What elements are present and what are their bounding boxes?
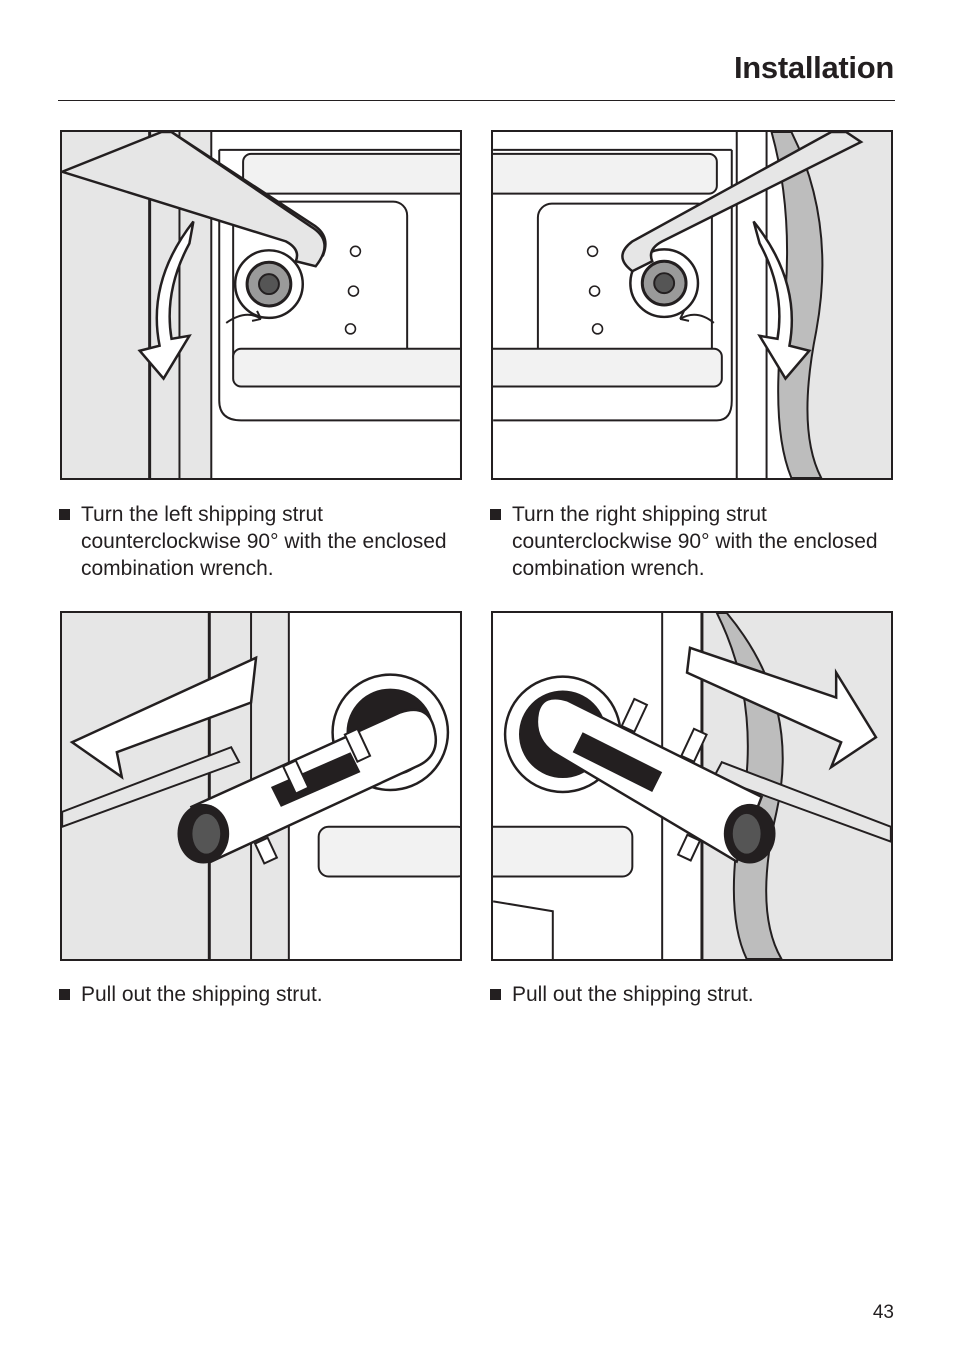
pull-left-strut-drawing (62, 613, 460, 959)
wrench-turn-right-drawing (493, 132, 891, 478)
page-number: 43 (872, 1302, 894, 1323)
bullet-square (490, 989, 501, 1000)
step-text: Turn the right shipping strut counterclo… (512, 503, 878, 580)
title-divider (58, 100, 895, 101)
illustration-pull-left-strut (60, 611, 462, 961)
step-text: Turn the left shipping strut countercloc… (81, 503, 447, 580)
bullet-square (59, 509, 70, 520)
illustration-pull-right-strut (491, 611, 893, 961)
step-turn-right-strut: Turn the right shipping strut counterclo… (490, 501, 890, 582)
step-text: Pull out the shipping strut. (81, 983, 323, 1006)
pull-right-strut-drawing (493, 613, 891, 959)
page-title: Installation (733, 50, 894, 85)
step-pull-right-strut: Pull out the shipping strut. (490, 981, 890, 1008)
bullet-square (59, 989, 70, 1000)
wrench-turn-left-drawing (62, 132, 460, 478)
step-turn-left-strut: Turn the left shipping strut countercloc… (59, 501, 459, 582)
bullet-square (490, 509, 501, 520)
illustration-turn-right-strut (491, 130, 893, 480)
illustration-turn-left-strut (60, 130, 462, 480)
step-pull-left-strut: Pull out the shipping strut. (59, 981, 459, 1008)
step-text: Pull out the shipping strut. (512, 983, 754, 1006)
